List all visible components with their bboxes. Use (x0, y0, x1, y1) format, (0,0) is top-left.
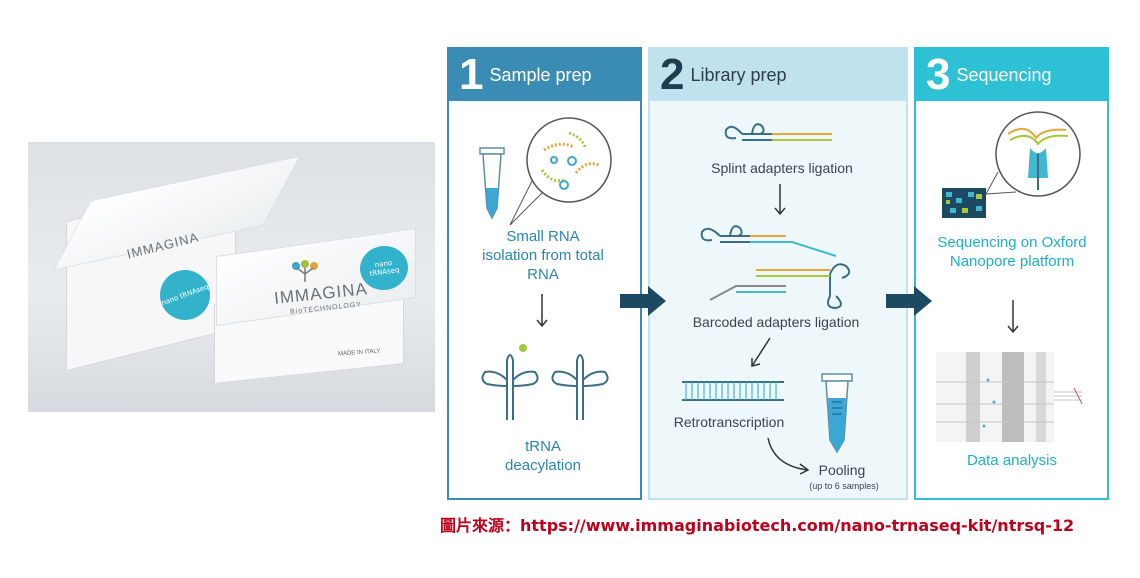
panel-title: Sequencing (956, 64, 1052, 85)
next-step-arrow-icon (620, 286, 666, 316)
panel-header: 3 Sequencing (916, 49, 1107, 101)
step-pooling-note: (up to 6 samples) (809, 481, 879, 491)
step-trna-deacylation-label: tRNA deacylation (505, 438, 581, 474)
splint-adapter-icon (724, 123, 832, 141)
step-retro-label: Retrotranscription (673, 414, 785, 430)
step-sequencing-label: Sequencing on Oxford Nanopore platform (937, 234, 1087, 270)
step-data-analysis-label: Data analysis (966, 452, 1058, 469)
data-analysis-plot (936, 352, 1083, 442)
step-number: 3 (926, 50, 951, 99)
panel-title: Library prep (690, 64, 787, 85)
step-number: 1 (459, 50, 484, 99)
panel-header: 2 Library prep (650, 49, 906, 101)
nanopore-zoom-circle (985, 111, 1081, 197)
panel-header: 1 Sample prep (449, 49, 640, 101)
barcoded-adapter-icon (700, 225, 851, 310)
rna-zoom-circle (526, 117, 612, 203)
product-photo: IMMAGINA nano tRNAseq IMMAGINA BioTECHNO… (28, 142, 435, 412)
down-arrow-icon (1007, 300, 1019, 334)
next-step-arrow-icon (886, 286, 932, 316)
flowcell-icon (942, 188, 986, 218)
panel-sample-prep: 1 Sample prep (447, 47, 642, 500)
image-source-caption: 圖片來源：https://www.immaginabiotech.com/nan… (440, 516, 1075, 535)
step-splint-label: Splint adapters ligation (711, 160, 853, 176)
step-small-rna-label: Small RNA isolation from total RNA (482, 228, 604, 283)
down-arrow-icon (536, 294, 548, 328)
diagonal-arrow-icon (751, 337, 771, 367)
dna-duplex-icon (682, 381, 784, 401)
trna-structure-icon (481, 344, 609, 420)
logo-tree-icon (292, 260, 318, 282)
curved-arrow-icon (767, 437, 810, 475)
step-barcoded-label: Barcoded adapters ligation (692, 314, 860, 330)
step-number: 2 (660, 50, 685, 99)
step-pooling-label: Pooling (818, 462, 866, 478)
panel-title: Sample prep (489, 64, 592, 85)
pooling-tube-icon (821, 373, 853, 454)
panel-library-prep: 2 Library prep (648, 47, 908, 500)
tube-icon (479, 147, 505, 220)
down-arrow-icon (774, 184, 786, 216)
